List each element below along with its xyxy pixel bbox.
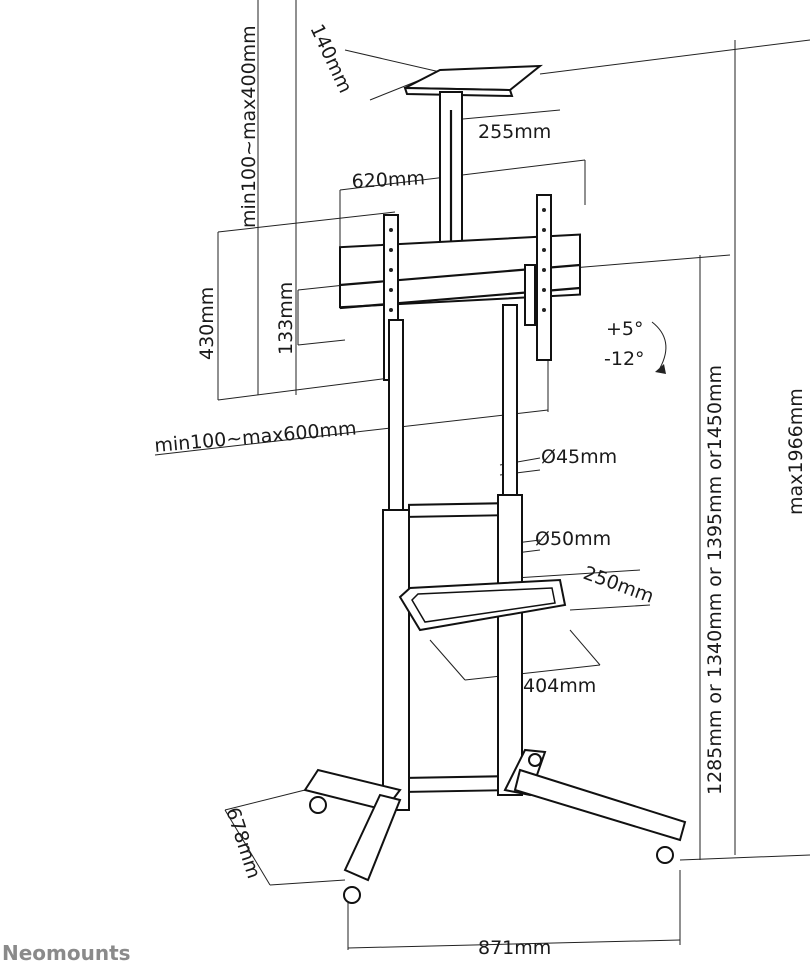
label-shelf-depth: 250mm	[580, 562, 656, 608]
brand-logo: Neomounts	[2, 941, 131, 964]
label-vesa-vertical: min100~max400mm	[238, 25, 260, 228]
label-max-height: max1966mm	[785, 388, 807, 515]
label-tilt-down: -12°	[604, 348, 645, 370]
label-base-depth: 678mm	[221, 805, 265, 882]
camera-shelf	[403, 64, 544, 273]
label-pole-lower: Ø50mm	[535, 528, 611, 550]
av-shelf	[398, 578, 567, 632]
tilt-arrow-icon	[651, 321, 667, 369]
label-top-shelf-depth: 140mm	[305, 21, 356, 97]
dimension-lines	[154, 0, 810, 950]
label-shelf-width: 404mm	[523, 675, 596, 697]
label-top-shelf-width: 255mm	[478, 121, 551, 143]
label-rail-height: 133mm	[275, 282, 297, 355]
label-mount-height: 430mm	[196, 287, 218, 360]
label-base-width: 871mm	[478, 937, 551, 959]
stand-base	[303, 748, 687, 904]
label-height-options: 1285mm or 1340mm or 1395mm or1450mm	[704, 365, 726, 795]
label-pole-upper: Ø45mm	[541, 446, 617, 468]
tilt-arrowhead-icon	[655, 364, 666, 374]
stand-poles	[382, 304, 523, 811]
label-vesa-horizontal: min100~max600mm	[154, 417, 358, 457]
label-mount-width: 620mm	[351, 167, 425, 193]
label-tilt-up: +5°	[606, 318, 644, 340]
dimension-labels: 140mm 255mm 620mm min100~max400mm 430mm …	[154, 21, 807, 959]
tv-mount-bracket	[339, 194, 581, 381]
